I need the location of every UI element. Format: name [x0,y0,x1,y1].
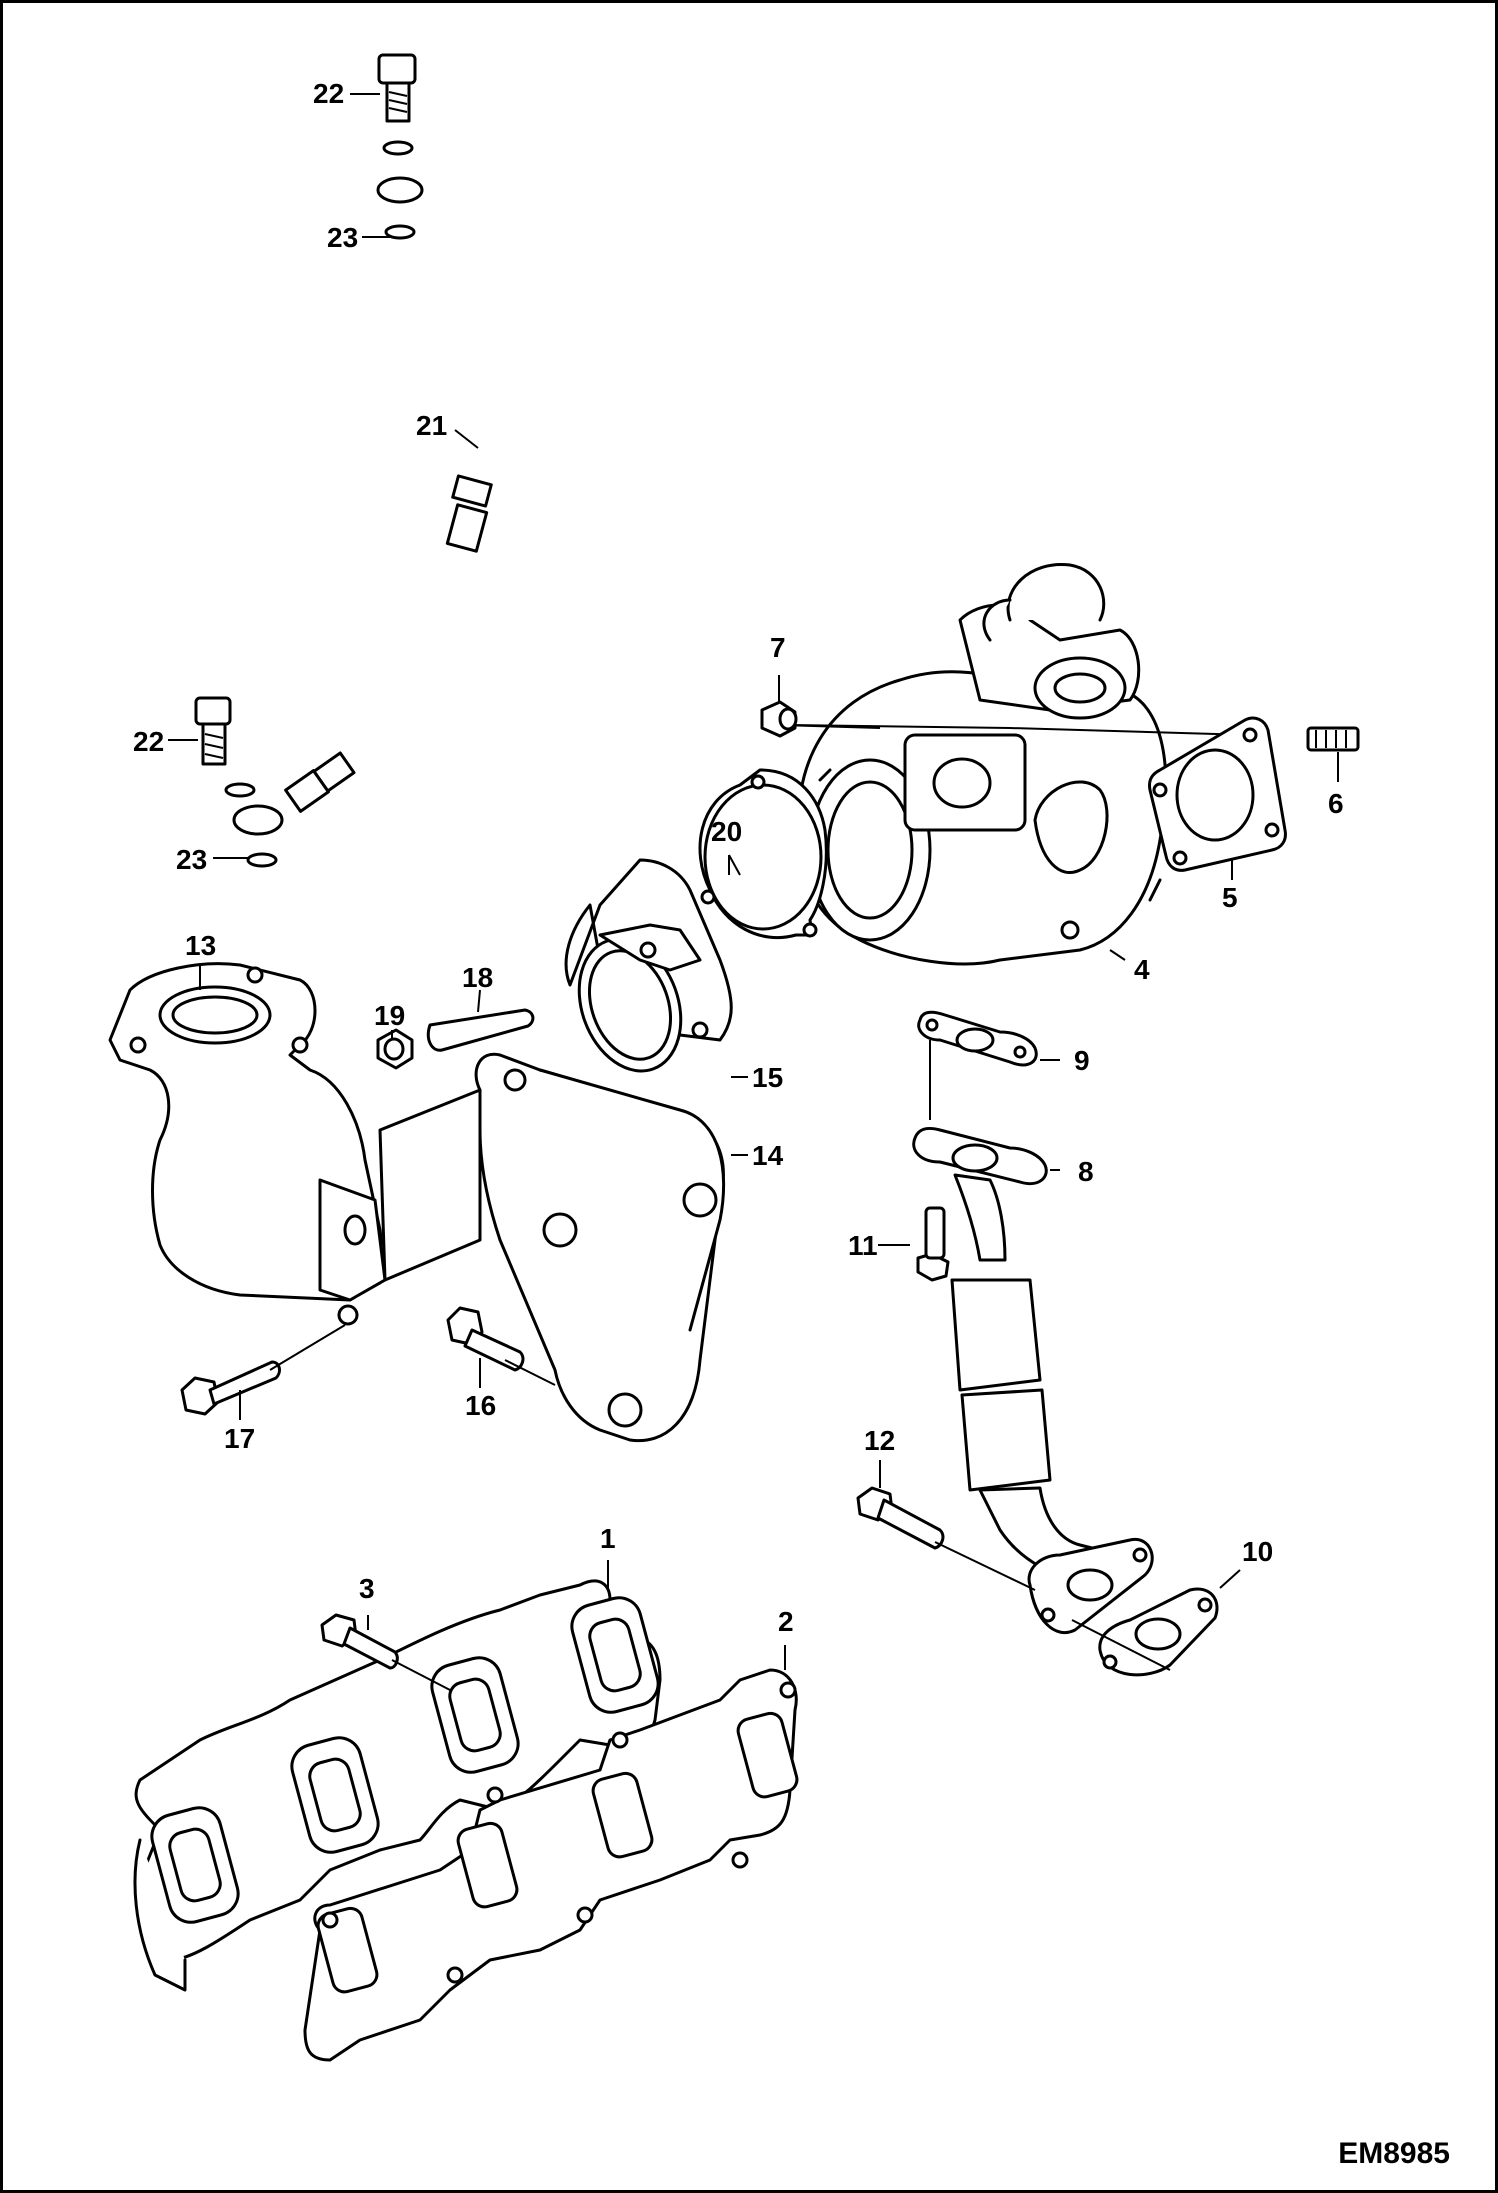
callout-15: 15 [752,1062,784,1093]
gasket-5 [1148,716,1287,872]
callout-19: 19 [374,1000,406,1031]
manifold-gasket-2 [303,1668,799,2062]
banjo-bolt-bottom [194,696,284,868]
bracket-14 [378,1052,726,1443]
nut-19 [376,1028,414,1070]
bolt-11 [916,1206,950,1282]
turbocharger [797,562,1168,966]
callout-11: 11 [848,1230,878,1261]
callout-12: 12 [864,1425,896,1456]
callout-22-bottom: 22 [133,726,165,757]
callout-5: 5 [1222,882,1238,913]
gasket-10 [1071,1587,1219,1677]
callout-22-top: 22 [313,78,345,109]
callout-2: 2 [778,1606,794,1637]
callout-21: 21 [416,410,448,441]
oil-feed-line [284,186,533,813]
gasket-9 [917,1010,1038,1067]
stud-6 [1306,726,1360,752]
callout-20: 20 [711,816,743,847]
nut-7 [760,700,798,738]
gasket-20 [698,768,828,940]
bolt-12 [856,1486,1036,1591]
stud-18 [426,1008,535,1052]
return-pipe-8 [912,1126,1154,1635]
callout-17: 17 [224,1423,256,1454]
callout-23-bottom: 23 [176,844,208,875]
callout-16: 16 [465,1390,497,1421]
bolt-17 [180,1324,346,1416]
callout-18: 18 [462,962,494,993]
bolt-3 [320,1613,451,1691]
callout-6: 6 [1328,788,1344,819]
elbow-13 [108,962,387,1326]
adapter-15 [564,858,733,1073]
callout-3: 3 [359,1573,375,1604]
callout-8: 8 [1078,1156,1094,1187]
callout-7: 7 [770,632,786,663]
callout-9: 9 [1074,1045,1090,1076]
leader-lines [168,93,1339,1670]
banjo-bolt-top [376,53,424,240]
callout-10: 10 [1242,1536,1274,1567]
drawing-id: EM8985 [1338,2137,1450,2170]
bolt-16 [446,1306,556,1386]
callout-14: 14 [752,1140,784,1171]
exhaust-manifold-1 [133,1579,662,1992]
callout-13: 13 [185,930,217,961]
callout-23-top: 23 [327,222,359,253]
callout-4: 4 [1134,954,1150,985]
callout-1: 1 [600,1523,616,1554]
